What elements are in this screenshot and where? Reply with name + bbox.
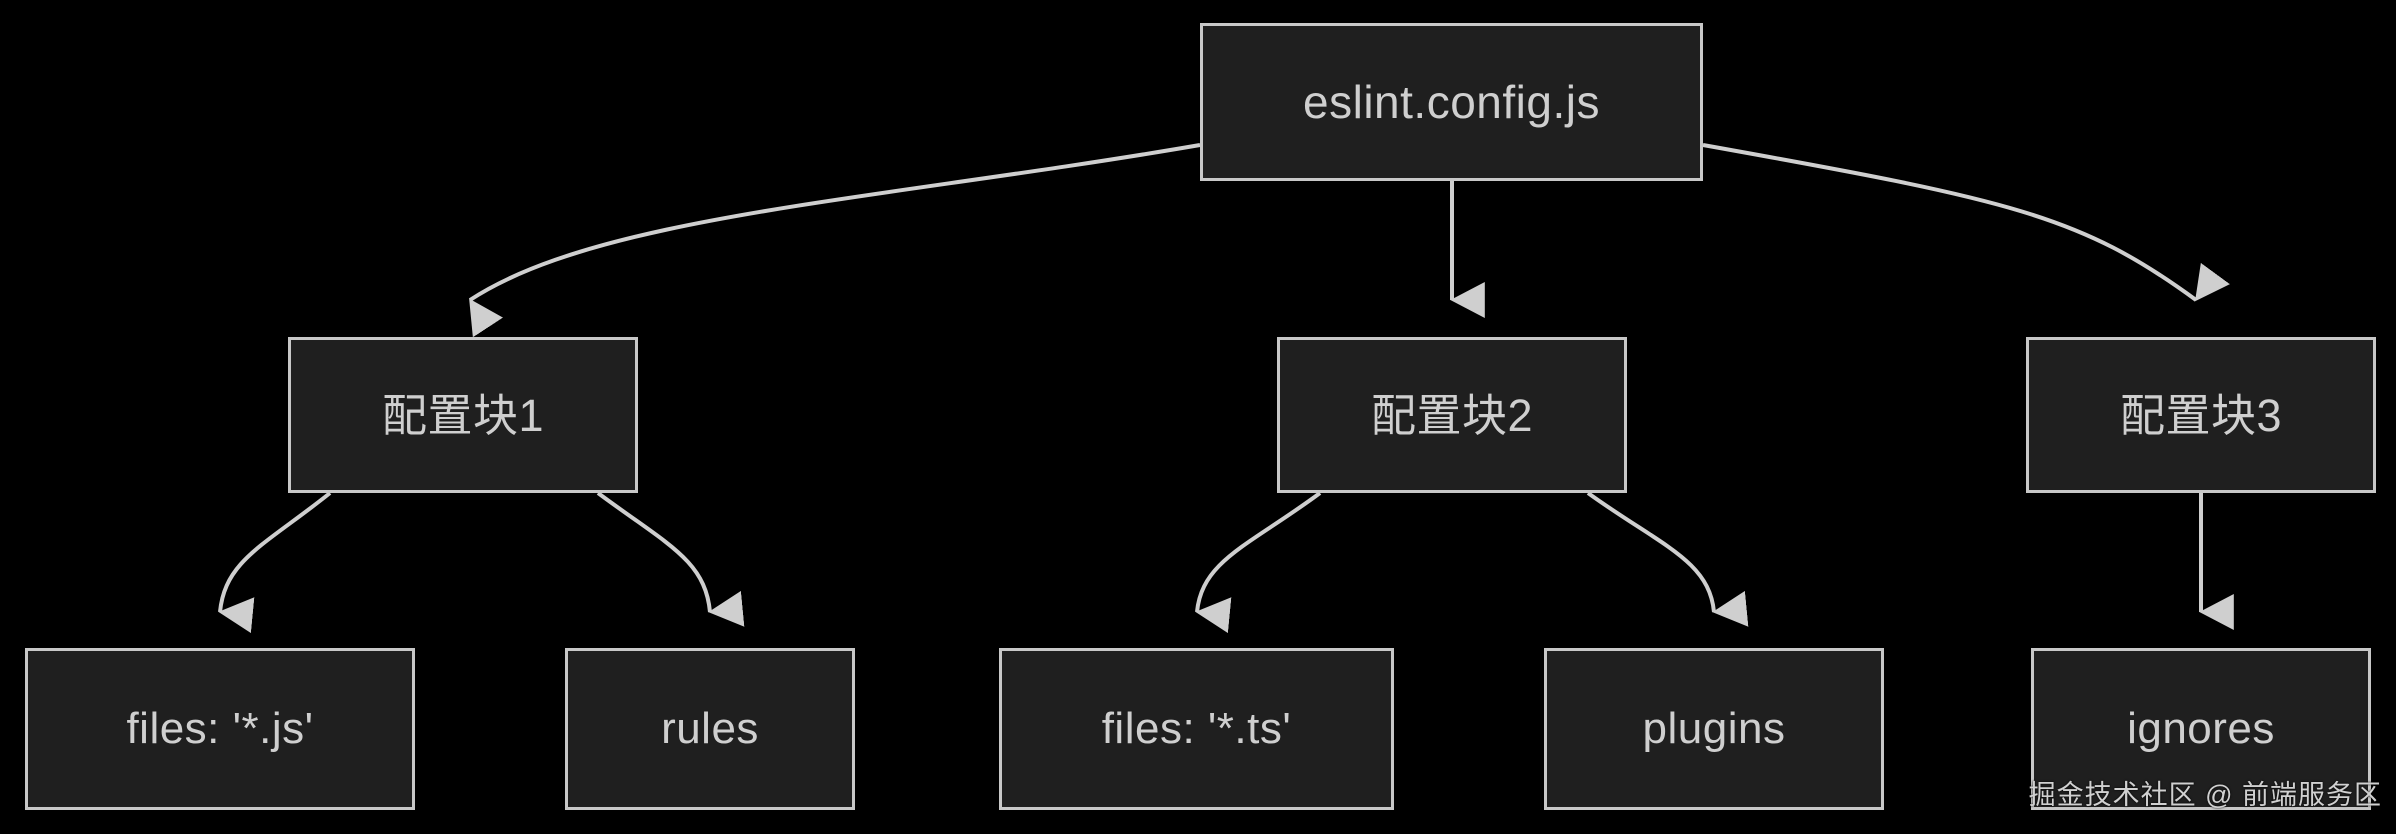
node-plugins[interactable]: plugins	[1544, 648, 1884, 810]
node-label: eslint.config.js	[1303, 76, 1600, 128]
node-label: ignores	[2127, 704, 2275, 753]
edge-cfg1-to-files-js	[218, 491, 332, 634]
node-files-js[interactable]: files: '*.js'	[25, 648, 415, 810]
edge-root-to-cfg1	[468, 143, 1201, 338]
edge-cfg1-to-rules	[596, 491, 745, 627]
edge-cfg2-to-plugins	[1586, 491, 1749, 627]
node-label: 配置块2	[1370, 389, 1534, 441]
edge-cfg2-to-files-ts	[1195, 491, 1322, 634]
node-config-block-3[interactable]: 配置块3	[2026, 337, 2376, 493]
edge-root-to-cfg3	[1702, 143, 2230, 302]
node-label: rules	[661, 704, 759, 753]
node-label: plugins	[1642, 704, 1786, 753]
node-label: files: '*.ts'	[1101, 704, 1292, 753]
node-config-block-1[interactable]: 配置块1	[288, 337, 638, 493]
node-label: 配置块3	[2119, 389, 2283, 441]
node-config-block-2[interactable]: 配置块2	[1277, 337, 1627, 493]
node-rules[interactable]: rules	[565, 648, 855, 810]
node-files-ts[interactable]: files: '*.ts'	[999, 648, 1394, 810]
node-eslint-config-js[interactable]: eslint.config.js	[1200, 23, 1703, 181]
node-label: 配置块1	[381, 389, 545, 441]
node-ignores[interactable]: ignores	[2031, 648, 2371, 810]
node-label: files: '*.js'	[126, 704, 314, 753]
watermark-text: 掘金技术社区 @ 前端服务区	[2028, 780, 2382, 810]
